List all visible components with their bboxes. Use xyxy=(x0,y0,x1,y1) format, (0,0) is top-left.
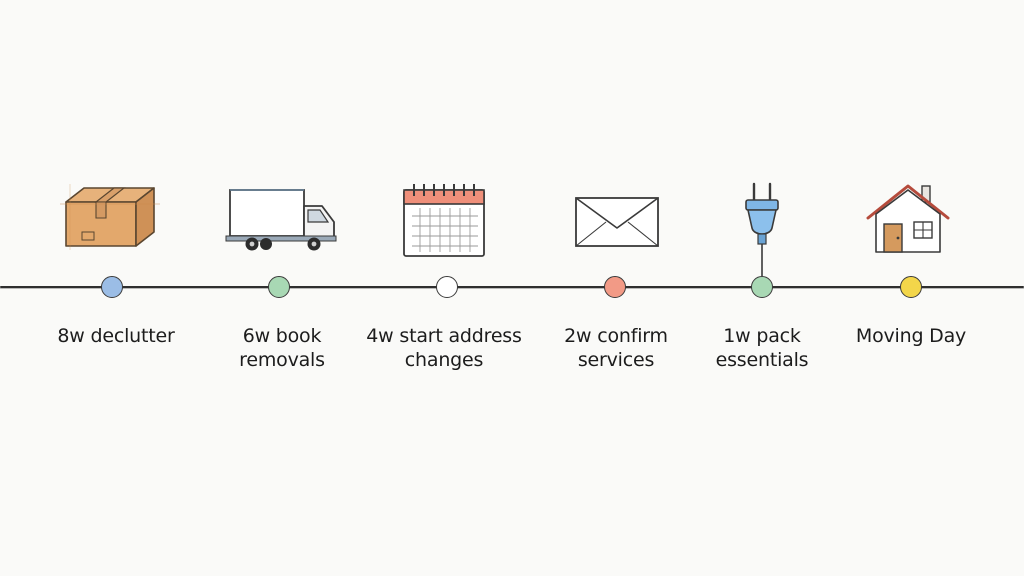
step-label-5-line1: 1w pack xyxy=(723,325,801,347)
envelope-icon xyxy=(575,197,659,247)
timeline-marker-1 xyxy=(101,276,123,298)
timeline-marker-4 xyxy=(604,276,626,298)
step-label-2-line2: removals xyxy=(239,349,325,371)
timeline-line-sketch xyxy=(0,288,1024,289)
calendar-icon xyxy=(403,184,485,257)
step-label-4-line2: services xyxy=(577,349,655,371)
timeline-marker-2 xyxy=(268,276,290,298)
step-label-3-line2: changes xyxy=(404,349,484,371)
step-label-5-line2: essentials xyxy=(715,349,809,371)
timeline-line xyxy=(0,286,1024,288)
step-label-2-line1: 6w book xyxy=(242,325,322,347)
step-label-3: 4w start address changes xyxy=(359,324,529,372)
step-label-2: 6w book removals xyxy=(197,324,367,372)
timeline-marker-5 xyxy=(751,276,773,298)
box-icon xyxy=(60,184,160,250)
step-label-5: 1w pack essentials xyxy=(677,324,847,372)
house-icon xyxy=(866,184,950,253)
step-label-6-line1: Moving Day xyxy=(855,325,967,347)
step-label-4: 2w confirm services xyxy=(531,324,701,372)
step-label-4-line1: 2w confirm xyxy=(564,325,668,347)
timeline-marker-3 xyxy=(436,276,458,298)
step-label-1: 8w declutter xyxy=(31,324,201,348)
step-label-1-line1: 8w declutter xyxy=(57,325,175,347)
timeline-marker-6 xyxy=(900,276,922,298)
step-label-3-line1: 4w start address xyxy=(366,325,522,347)
step-label-6: Moving Day xyxy=(826,324,996,348)
plug-icon xyxy=(745,182,779,276)
truck-icon xyxy=(225,189,337,251)
